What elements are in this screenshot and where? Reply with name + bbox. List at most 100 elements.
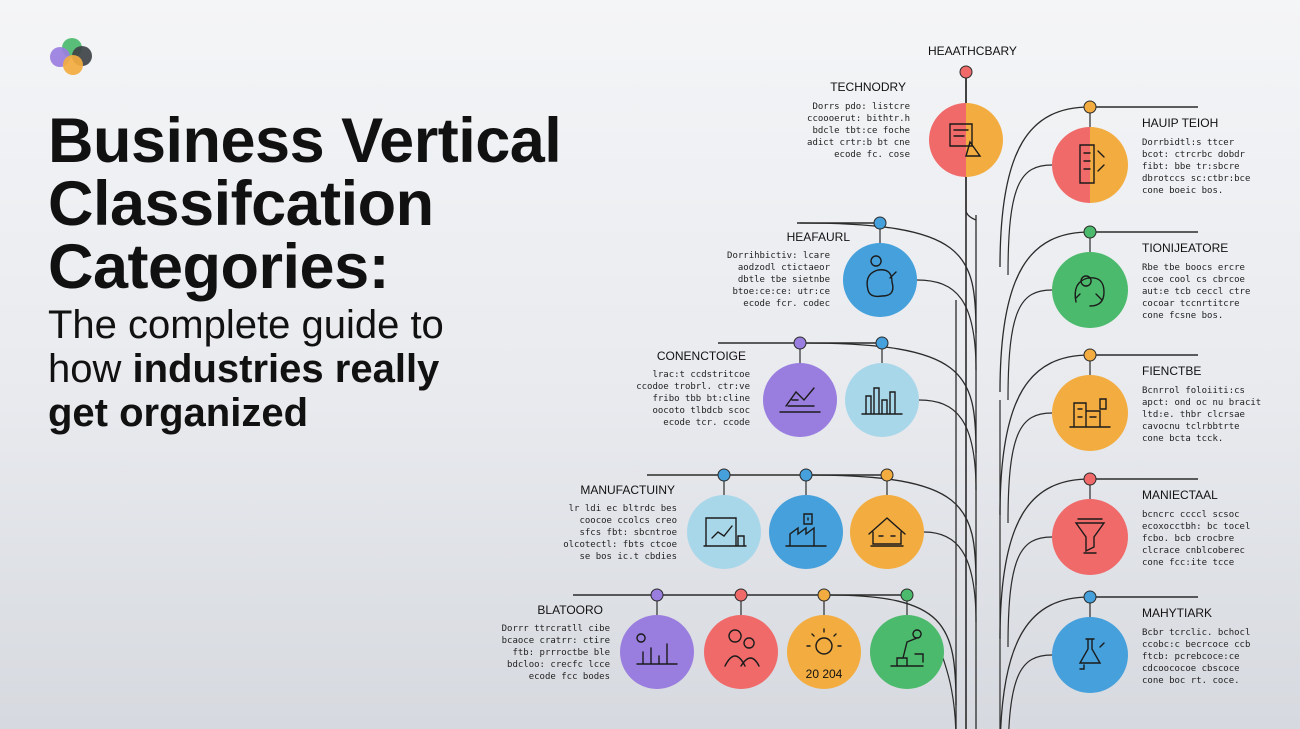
- tree-network-icon-stroke: [1074, 275, 1105, 307]
- technology-desc-line: adict crtr:b bt cne: [807, 138, 910, 148]
- calendar-sun-icon: [806, 628, 842, 655]
- node-construction-0[interactable]: [763, 336, 837, 437]
- node-circle-purple[interactable]: [620, 615, 694, 689]
- building-icon-stroke: [1069, 398, 1111, 428]
- node-manufacturing-2[interactable]: [850, 468, 924, 569]
- node-circle-orange[interactable]: [787, 615, 861, 689]
- house-icon-stroke: [868, 517, 906, 547]
- tree-network-icon: [1074, 275, 1105, 307]
- chart-machine-icon: [703, 517, 747, 547]
- manufacturing-tech-desc-line: ecoxocctbh: bc tocel: [1142, 522, 1250, 532]
- robot-arm-icon: [890, 629, 924, 667]
- node-junction-dot: [873, 216, 887, 230]
- group-title-retail: BLATOORO: [537, 603, 603, 617]
- node-junction-dot: [799, 468, 813, 482]
- node-circle-green[interactable]: [870, 615, 944, 689]
- finance-desc-line: cone fcsne bos.: [1142, 311, 1223, 321]
- group-title-manufacturing: MANUFACTUINY: [580, 483, 675, 497]
- funnel-icon-stroke: [1074, 518, 1106, 554]
- node-retail-2[interactable]: 20 204: [787, 588, 861, 689]
- fintech-desc-line: Bcnrrol foloiiti:cs: [1142, 386, 1245, 396]
- health-tech-desc-line: fibt: bbe tr:sbcre: [1142, 162, 1240, 172]
- finance-desc-line: cocoar tccnrtitcre: [1142, 299, 1240, 309]
- node-circle-light_blue[interactable]: [687, 495, 761, 569]
- gauges-icon: [636, 633, 678, 665]
- node-circle-blue[interactable]: [843, 243, 917, 317]
- city-skyline-icon: [861, 387, 903, 415]
- node-health-tech[interactable]: [1052, 127, 1128, 203]
- node-junction-dot: [1083, 225, 1097, 239]
- tablet-chart-icon: [1079, 144, 1105, 184]
- node-junction-dot: [717, 468, 731, 482]
- node-healthcare-0[interactable]: [843, 216, 917, 317]
- manufacturing-tech-desc-line: clcrace cnblcoberec: [1142, 546, 1245, 556]
- fintech-desc-line: ltd:e. thbr clcrsae: [1142, 410, 1245, 420]
- subtitle-line-3: get organized: [48, 391, 648, 435]
- node-junction-dot: [1083, 472, 1097, 486]
- marketing-desc-line: Bcbr tcrclic. bchocl: [1142, 628, 1250, 638]
- node-construction-1[interactable]: [845, 336, 919, 437]
- node-circle-blue[interactable]: [1052, 617, 1128, 693]
- node-technology-0[interactable]: [929, 103, 1003, 177]
- robot-arm-icon-stroke: [890, 629, 924, 667]
- branch-curve: [999, 478, 1091, 640]
- node-label: 20 204: [806, 667, 843, 681]
- manufacturing-tech-desc-line: cone fcc:ite tcce: [1142, 558, 1234, 568]
- flask-icon: [1078, 638, 1105, 670]
- headline-line-2: Classifcation: [48, 169, 434, 239]
- top-junction-dot: [959, 65, 973, 79]
- branch-curve: [999, 354, 1091, 516]
- branch-curve: [1000, 596, 1091, 729]
- construction-desc-line: fribo tbb bt:cline: [652, 394, 750, 404]
- node-circle-orange[interactable]: [850, 495, 924, 569]
- node-retail-1[interactable]: [704, 588, 778, 689]
- fintech-desc-line: cone bcta tcck.: [1142, 434, 1223, 444]
- node-circle-orange[interactable]: [1052, 375, 1128, 451]
- factory-icon-stroke: [785, 513, 827, 547]
- branch-curve: [801, 342, 977, 454]
- node-circle-green[interactable]: [1052, 252, 1128, 328]
- gauges-icon-stroke: [636, 633, 678, 665]
- node-manufacturing-tech[interactable]: [1052, 499, 1128, 575]
- tablet-chart-icon-stroke: [1079, 144, 1105, 184]
- technology-desc-line: Dorrs pdo: listcre: [812, 102, 910, 112]
- city-skyline-icon-stroke: [861, 387, 903, 415]
- node-retail-3[interactable]: [870, 588, 944, 689]
- node-circle-red_orange[interactable]: [1052, 127, 1128, 203]
- node-circle-purple[interactable]: [763, 363, 837, 437]
- manufacturing-desc-line: olcotectl: fbts ctcoe: [563, 540, 677, 550]
- node-fintech[interactable]: [1052, 375, 1128, 451]
- calendar-sun-icon-stroke: [806, 628, 842, 655]
- group-title-construction: CONENCTOIGE: [657, 349, 746, 363]
- node-finance[interactable]: [1052, 252, 1128, 328]
- technology-desc-line: ccoooerut: bithtr.h: [807, 114, 910, 124]
- node-circle-red_orange[interactable]: [929, 103, 1003, 177]
- fintech-desc-line: cavocnu tclrbbtrte: [1142, 422, 1240, 432]
- node-retail-0[interactable]: [620, 588, 694, 689]
- house-icon: [868, 517, 906, 547]
- health-tech-desc-line: dbrotccs sc:ctbr:bce: [1142, 174, 1250, 184]
- marketing-desc-line: ftcb: pcrebcoce:ce: [1142, 652, 1240, 662]
- top-label: HEAATHCBARY: [928, 44, 1017, 58]
- finance-desc-line: aut:e tcb ceccl ctre: [1142, 287, 1250, 297]
- node-circle-red[interactable]: [1052, 499, 1128, 575]
- subtitle-line-2: how industries really: [48, 347, 648, 391]
- logo: [50, 38, 96, 78]
- node-manufacturing-1[interactable]: [769, 468, 843, 569]
- node-curve: [1008, 654, 1053, 729]
- node-circle-red[interactable]: [704, 615, 778, 689]
- node-manufacturing-0[interactable]: [687, 468, 761, 569]
- manufacturing-desc-line: lr ldi ec bltrdc bes: [569, 504, 677, 514]
- document-tablet-icon: [949, 123, 982, 157]
- health-tech-desc-line: cone boeic bos.: [1142, 186, 1223, 196]
- chart-machine-icon-stroke: [703, 517, 747, 547]
- node-marketing[interactable]: [1052, 617, 1128, 693]
- people-icon-stroke: [724, 629, 760, 667]
- manufacturing-desc-line: sfcs fbt: sbcntroe: [579, 528, 677, 538]
- node-curve: [916, 279, 977, 371]
